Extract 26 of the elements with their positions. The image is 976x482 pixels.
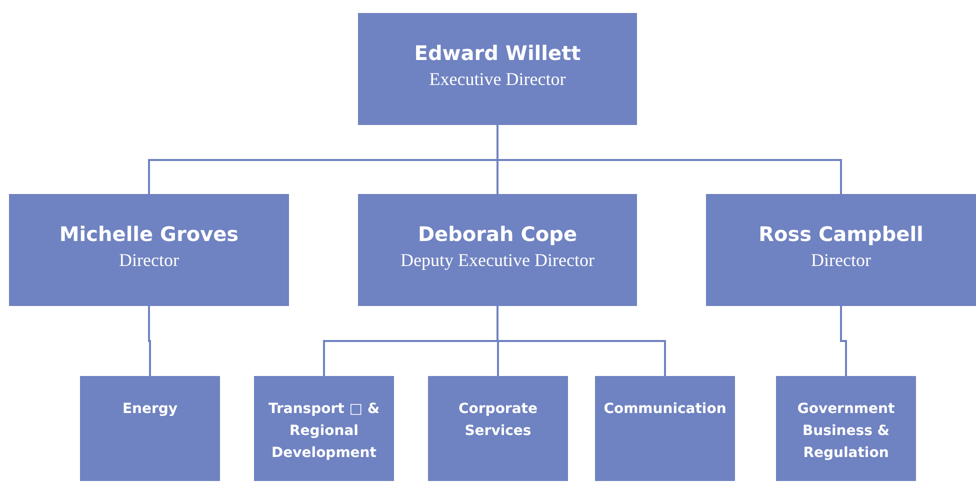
connector-line	[148, 306, 151, 376]
job-title: Deputy Executive Director	[400, 249, 594, 272]
person-name: Deborah Cope	[418, 221, 578, 248]
unit-name: Corporate Services	[458, 400, 538, 441]
person-name: Edward Willett	[414, 40, 581, 67]
person-name: Michelle Groves	[59, 221, 239, 248]
job-title: Director	[811, 249, 871, 272]
connector-line	[496, 125, 842, 194]
unit-box	[776, 376, 916, 481]
person-name: Ross Campbell	[758, 221, 924, 248]
job-title: Director	[119, 249, 179, 272]
unit-name: Energy	[122, 400, 178, 419]
person-box	[358, 13, 637, 125]
unit-name: Government Business & Regulation	[796, 400, 896, 463]
connector-line	[496, 306, 666, 376]
unit-box	[428, 376, 568, 481]
unit-name: Communication	[604, 400, 726, 419]
unit-box	[595, 376, 735, 481]
job-title: Executive Director	[429, 68, 566, 91]
unit-box	[80, 376, 220, 481]
person-box	[706, 194, 976, 306]
unit-box	[254, 376, 394, 481]
connector-line	[840, 306, 847, 376]
person-box	[9, 194, 289, 306]
person-box	[358, 194, 637, 306]
unit-name: Transport □ & Regional Development	[267, 400, 381, 463]
